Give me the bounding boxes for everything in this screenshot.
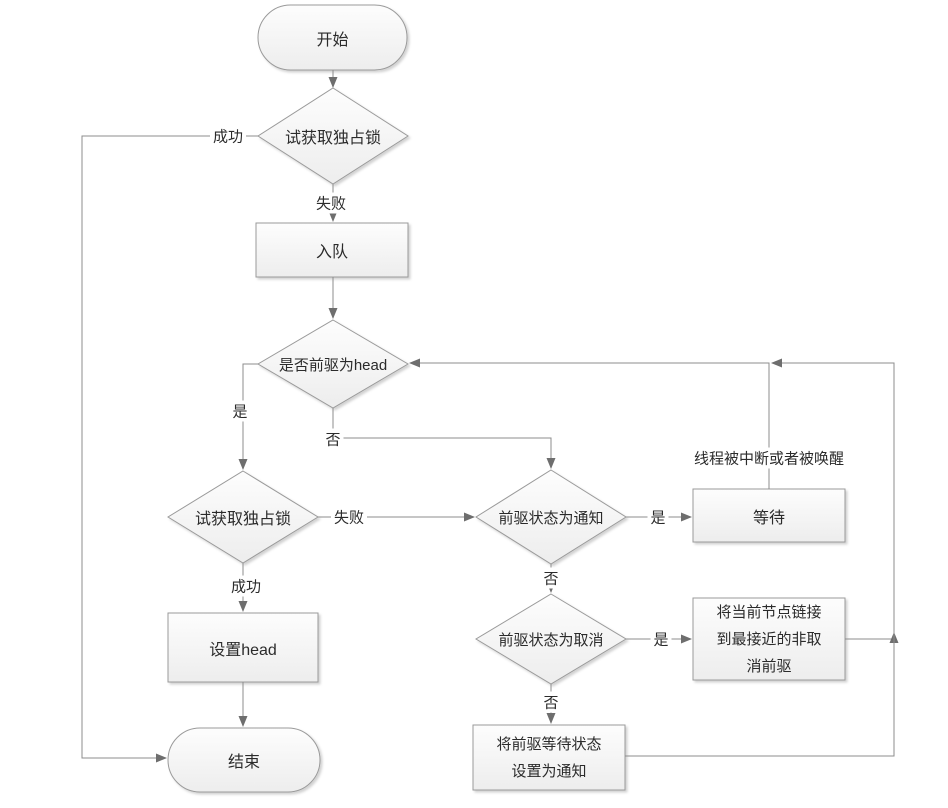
node-end[interactable]: 结束: [168, 728, 320, 792]
wait-node-shape[interactable]: [692, 488, 846, 543]
node-pred-signal[interactable]: 前驱状态为通知: [476, 470, 626, 564]
edge-label-success-again: 成功: [227, 575, 265, 597]
node-link-to-noncancel-pred-label: 将当前节点链接到最接近的非取消前驱: [716, 603, 822, 675]
set-pred-signal-node-shape[interactable]: [472, 724, 626, 791]
edge-label-no-cancel: 否: [540, 691, 562, 713]
node-enqueue[interactable]: 入队: [256, 223, 408, 277]
node-wait[interactable]: 等待: [693, 489, 845, 542]
node-set-pred-signal[interactable]: 将前驱等待状态设置为通知: [473, 725, 625, 790]
node-try-lock-top-label: 试获取独占锁: [284, 130, 381, 147]
edge-trylock-success-to-end: [81, 135, 258, 763]
set-head-node-shape[interactable]: [167, 612, 319, 683]
node-try-lock-top[interactable]: 试获取独占锁: [258, 88, 408, 184]
edge-label-wakeup: 线程被中断或者被唤醒: [690, 447, 848, 469]
edge-wait-wakeup-to-ispredhead: [409, 358, 770, 489]
edge-ispredhead-yes-to-trylockagain: [238, 363, 258, 470]
node-start-label: 开始: [316, 31, 349, 49]
node-end-label: 结束: [227, 754, 260, 771]
node-try-lock-again[interactable]: 试获取独占锁: [168, 471, 318, 563]
edge-setsignal-loop-to-ispredhead: [625, 358, 895, 757]
node-is-pred-head-label: 是否前驱为head: [278, 356, 388, 374]
edge-label-fail-top: 失败: [312, 192, 350, 214]
node-wait-label: 等待: [752, 509, 785, 527]
edge-label-no-head: 否: [322, 428, 344, 450]
end-node-shape[interactable]: [167, 727, 321, 793]
node-set-head-label: 设置head: [209, 641, 277, 659]
node-is-pred-head[interactable]: 是否前驱为head: [258, 320, 408, 408]
node-enqueue-label: 入队: [315, 244, 348, 261]
node-start[interactable]: 开始: [258, 5, 407, 70]
node-pred-signal-label: 前驱状态为通知: [498, 509, 604, 527]
link-to-noncancel-pred-node-shape[interactable]: [692, 597, 846, 681]
node-set-pred-signal-label: 将前驱等待状态设置为通知: [496, 735, 602, 780]
edge-label-no-signal: 否: [540, 567, 562, 589]
enqueue-node-shape[interactable]: [255, 222, 409, 278]
node-set-head[interactable]: 设置head: [168, 613, 318, 682]
edge-label-fail-again: 失败: [330, 506, 368, 528]
node-link-to-noncancel-pred[interactable]: 将当前节点链接到最接近的非取消前驱: [693, 598, 845, 680]
edge-ispredhead-no-to-predsignal: [332, 408, 556, 469]
edge-label-yes-signal: 是: [647, 506, 669, 528]
node-pred-cancel[interactable]: 前驱状态为取消: [476, 594, 626, 684]
edge-label-yes-cancel: 是: [650, 628, 672, 650]
node-try-lock-again-label: 试获取独占锁: [194, 511, 291, 528]
edge-label-success-top: 成功: [209, 125, 247, 147]
node-pred-cancel-label: 前驱状态为取消: [498, 631, 604, 649]
edge-label-yes-head: 是: [229, 400, 251, 422]
